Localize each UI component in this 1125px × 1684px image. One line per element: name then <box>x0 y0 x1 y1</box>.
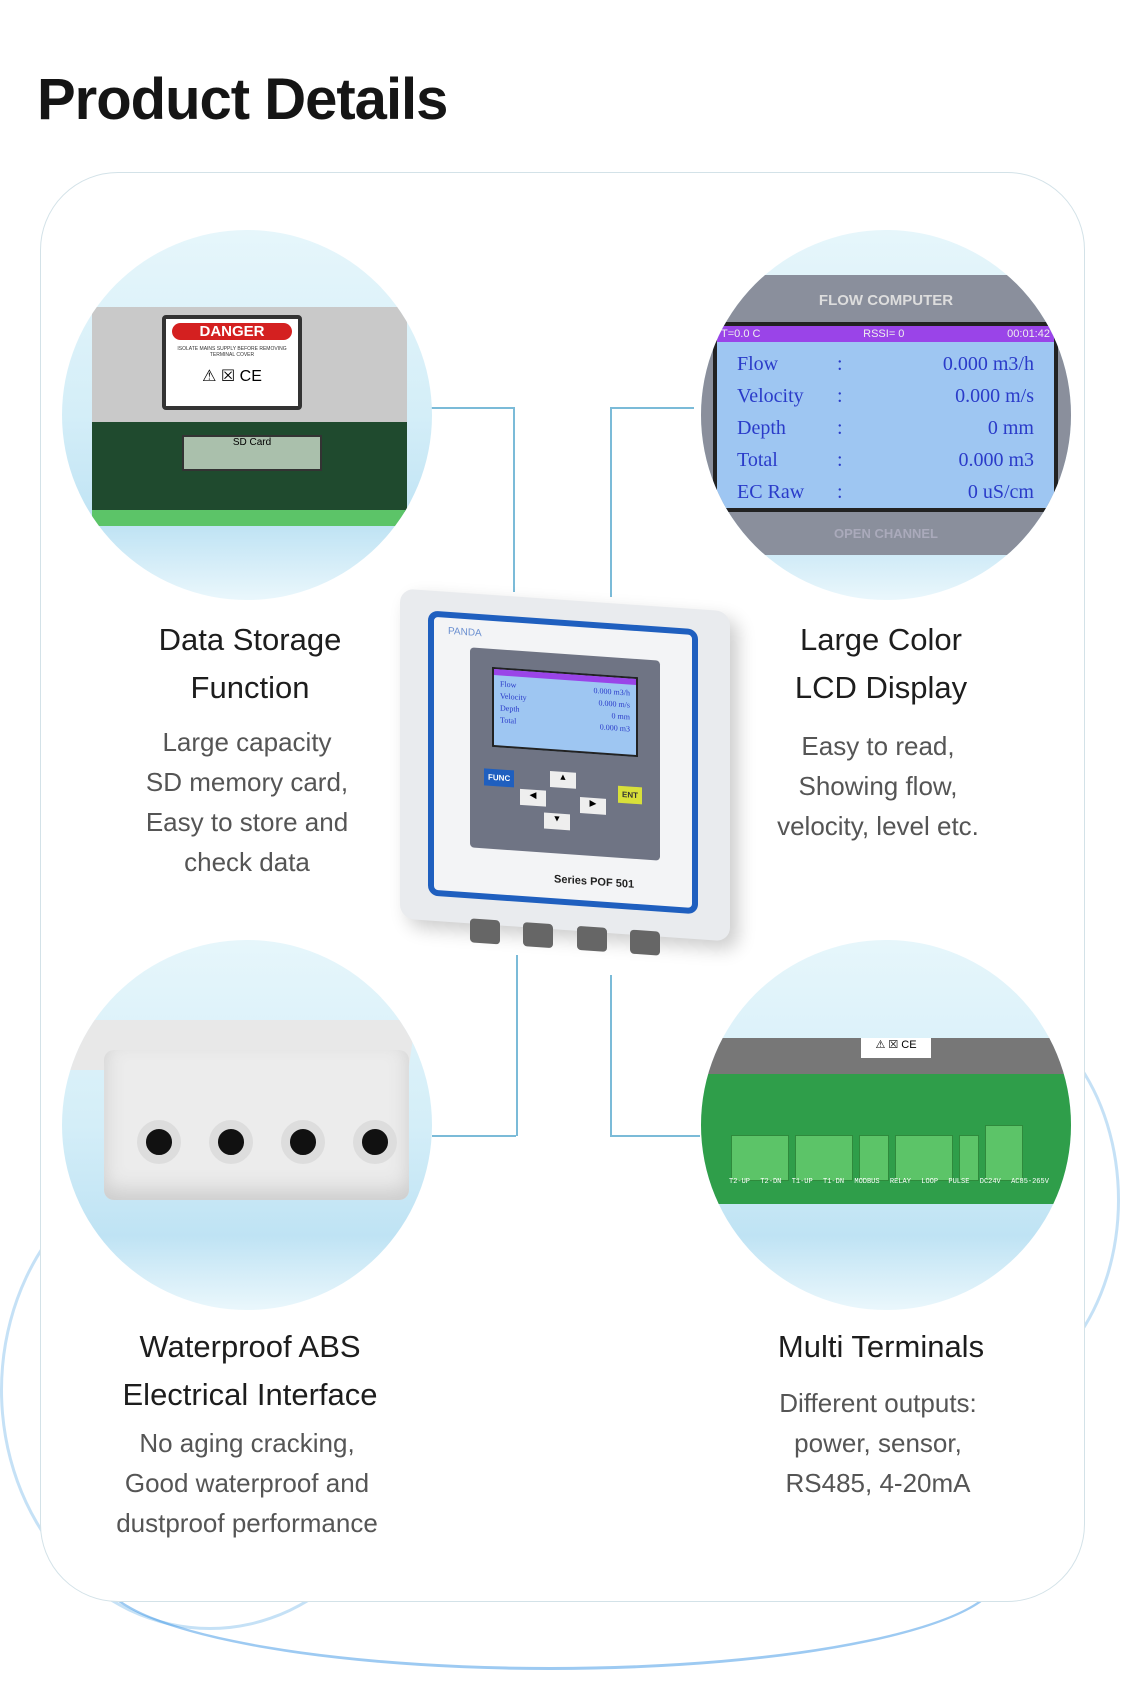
warning-text: ISOLATE MAINS SUPPLY BEFORE REMOVING TER… <box>177 346 287 358</box>
lcd-header: FLOW COMPUTER <box>818 292 954 309</box>
left-arrow-button[interactable]: ◀ <box>520 788 546 807</box>
connector-line <box>513 407 515 592</box>
warning-icon: ⚠ ☒ CE <box>861 1038 931 1058</box>
lcd-footer: OPEN CHANNEL <box>833 526 938 541</box>
ent-button[interactable]: ENT <box>618 785 642 805</box>
warning-icon: ⚠ ☒ CE <box>202 368 262 385</box>
danger-label: DANGER <box>172 323 292 340</box>
connector-line <box>429 407 513 409</box>
connector-line <box>610 407 694 409</box>
func-button[interactable]: FUNC <box>484 768 515 788</box>
cable-gland-icon <box>209 1120 253 1164</box>
lcd-row-flow: Flow:0.000 m3/h <box>737 352 1034 375</box>
right-arrow-button[interactable]: ▶ <box>580 797 606 815</box>
lcd-row-velocity: Velocity:0.000 m/s <box>737 384 1034 407</box>
feature-desc-terminals: Different outputs:power, sensor,RS485, 4… <box>779 1388 977 1498</box>
cable-gland-icon <box>281 1120 325 1164</box>
cable-gland-icon <box>353 1120 397 1164</box>
up-arrow-button[interactable]: ▲ <box>550 770 576 789</box>
waterproof-box-photo <box>62 940 432 1310</box>
connector-line <box>610 1135 700 1137</box>
connector-line <box>516 955 518 1136</box>
down-arrow-button[interactable]: ▼ <box>544 812 570 831</box>
lcd-row-total: Total:0.000 m3 <box>737 448 1034 471</box>
connector-line <box>610 975 612 1136</box>
sd-storage-photo: DANGER ISOLATE MAINS SUPPLY BEFORE REMOV… <box>62 230 432 600</box>
cable-gland-icon <box>137 1120 181 1164</box>
page-title: Product Details <box>37 67 448 132</box>
connector-line <box>610 407 612 597</box>
feature-title-terminals: Multi Terminals <box>777 1329 985 1364</box>
lcd-row-depth: Depth:0 mm <box>737 416 1034 439</box>
connector-line <box>432 1135 516 1137</box>
model-label: Series POF 501 <box>554 873 635 891</box>
feature-desc-lcd-display: Easy to read,Showing flow,velocity, leve… <box>777 731 979 841</box>
lcd-row-ec-raw: EC Raw:0 uS/cm <box>737 480 1034 503</box>
sd-slot: SD Card <box>182 435 322 471</box>
